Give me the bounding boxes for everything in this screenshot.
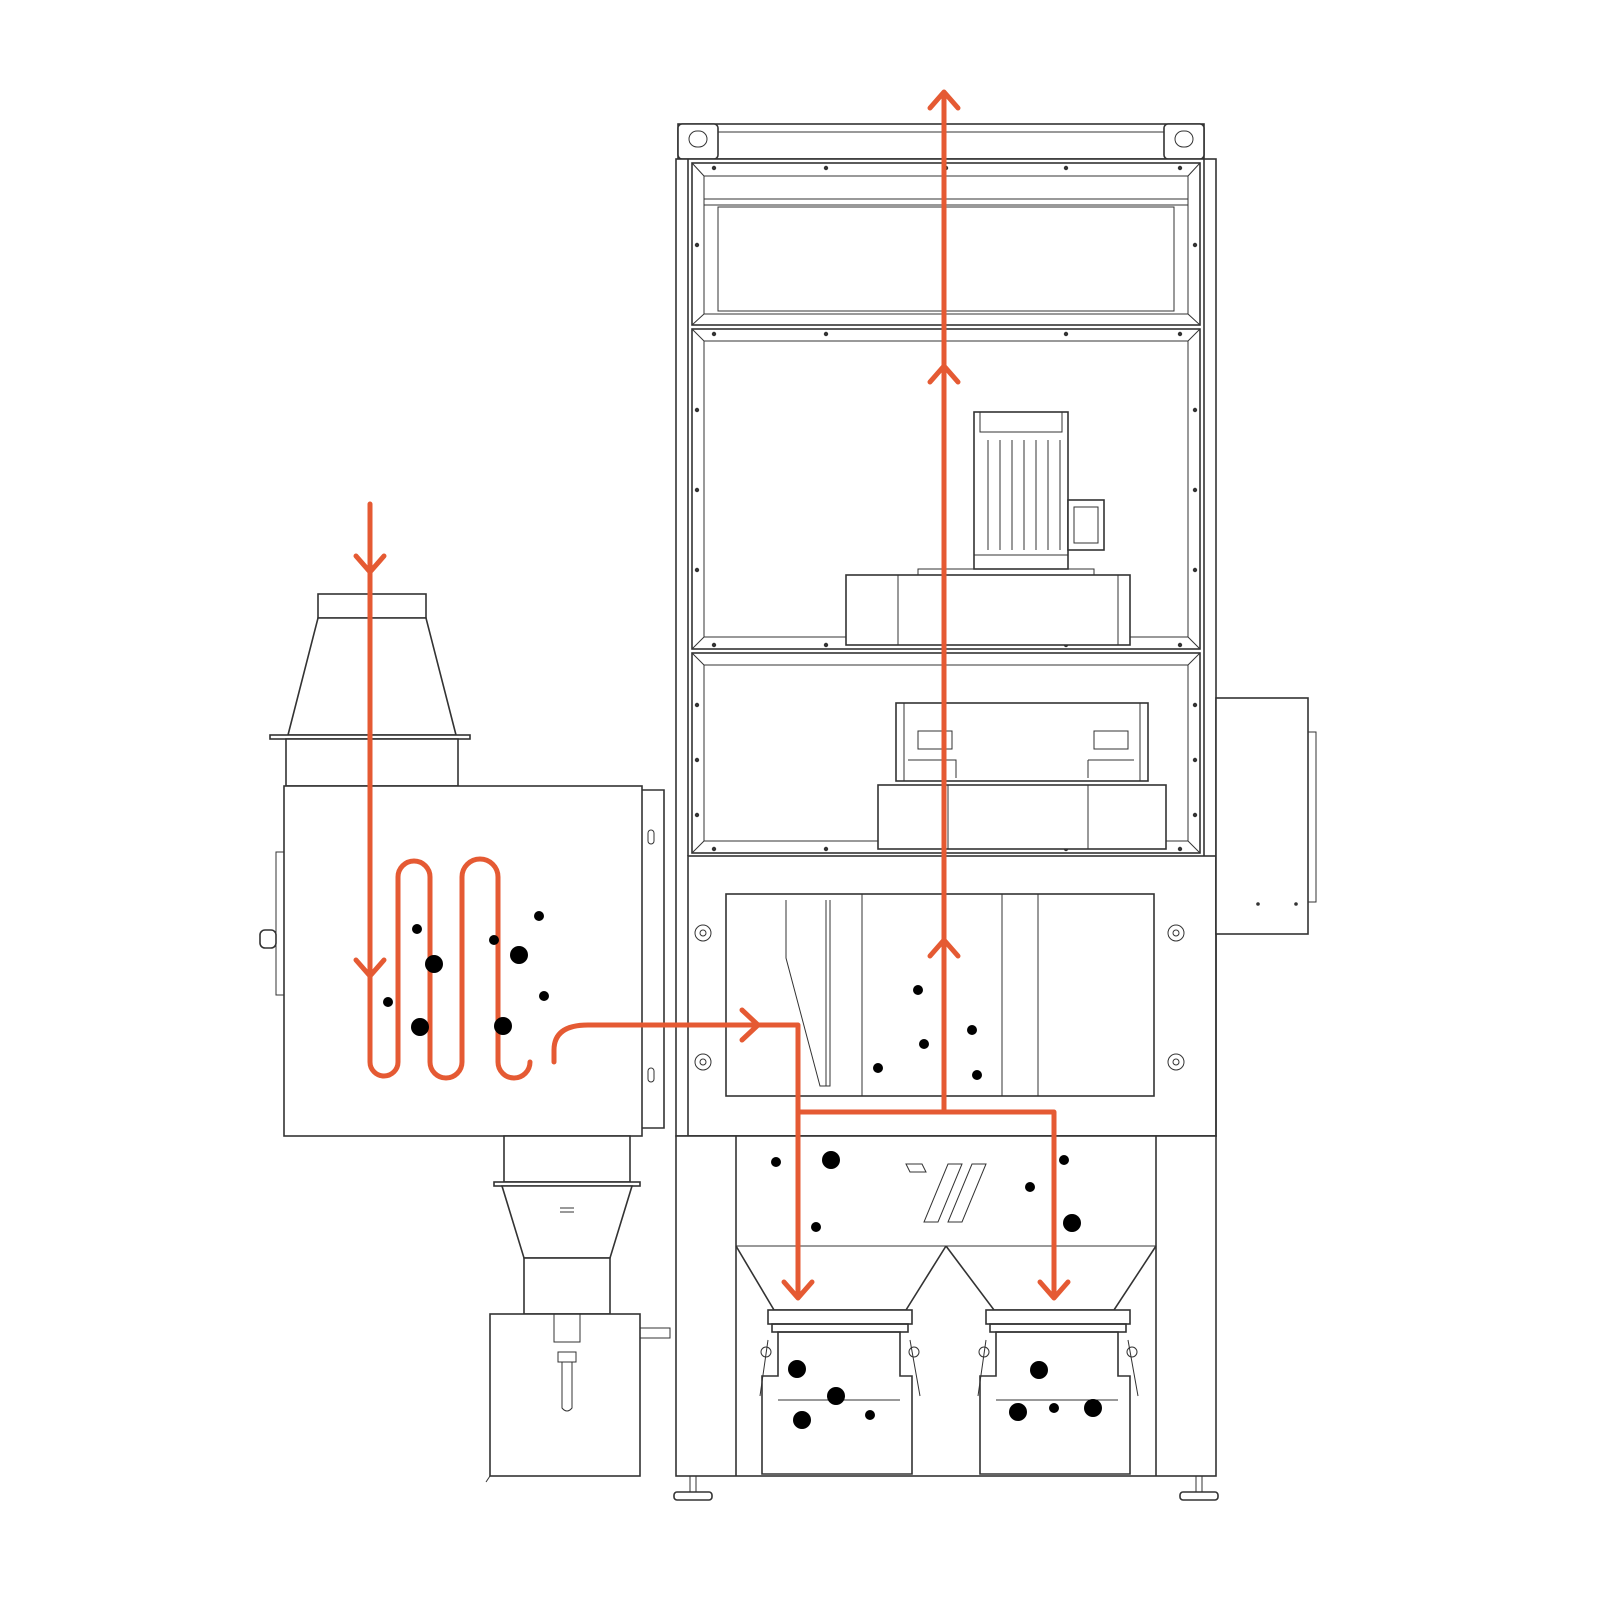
arrow-down-bin-left — [781, 1279, 815, 1301]
arrow-inlet-down-2 — [353, 957, 387, 979]
dust-particle — [967, 1025, 977, 1035]
arrow-right-into-collector — [739, 1007, 761, 1043]
dust-particle — [793, 1411, 811, 1429]
latch-knob-left-upper — [694, 924, 712, 942]
dust-particle — [771, 1157, 781, 1167]
control-box — [1215, 697, 1317, 935]
dust-particle — [411, 1018, 429, 1036]
dust-particle — [1009, 1403, 1027, 1421]
dust-bin-right — [977, 1309, 1139, 1475]
fan-motor — [845, 411, 1131, 646]
dust-particle — [489, 935, 499, 945]
dust-particle — [494, 1017, 512, 1035]
pre-separator — [259, 593, 671, 1483]
dust-particle — [913, 985, 923, 995]
leveling-feet — [673, 1475, 1219, 1501]
dust-particle — [1084, 1399, 1102, 1417]
airflow-path — [353, 89, 1071, 1301]
latch-knob-right-upper — [1167, 924, 1185, 942]
dust-particle — [425, 955, 443, 973]
dust-particle — [827, 1387, 845, 1405]
latch-knob-right-lower — [1167, 1053, 1185, 1071]
filter-cartridge — [877, 702, 1167, 850]
arrow-up-exhaust — [927, 89, 961, 111]
dust-particle — [1025, 1182, 1035, 1192]
dust-particle — [383, 997, 393, 1007]
hopper-section — [675, 1135, 1217, 1477]
dust-particle — [822, 1151, 840, 1169]
collection-drum — [489, 1313, 641, 1477]
dust-particle — [1063, 1214, 1081, 1232]
dust-particle — [1059, 1155, 1069, 1165]
dust-particle — [510, 946, 528, 964]
latch-knob-left-lower — [694, 1053, 712, 1071]
hopper-split-airflow — [795, 1109, 1057, 1299]
dust-particle — [811, 1222, 821, 1232]
arrow-inlet-down-1 — [353, 553, 387, 575]
dust-particle — [873, 1063, 883, 1073]
arrow-up-fan — [927, 363, 961, 385]
dust-particle — [534, 911, 544, 921]
separator-to-collector-airflow — [551, 1022, 801, 1299]
dust-particle — [865, 1410, 875, 1420]
collector-section — [687, 855, 1217, 1137]
dust-particle — [919, 1039, 929, 1049]
dust-particle — [412, 924, 422, 934]
arrow-up-collector — [927, 937, 961, 959]
dust-particle — [1049, 1403, 1059, 1413]
brand-logo-mark — [905, 1163, 987, 1223]
inlet-airflow-serpentine — [367, 501, 533, 1081]
dust-particle — [788, 1360, 806, 1378]
dust-bin-left — [759, 1309, 921, 1475]
lifting-frame — [677, 123, 1205, 160]
arrow-down-bin-right — [1037, 1279, 1071, 1301]
dust-particle — [1030, 1361, 1048, 1379]
dust-particle — [539, 991, 549, 1001]
dust-particles — [383, 911, 1102, 1429]
dust-particle — [972, 1070, 982, 1080]
